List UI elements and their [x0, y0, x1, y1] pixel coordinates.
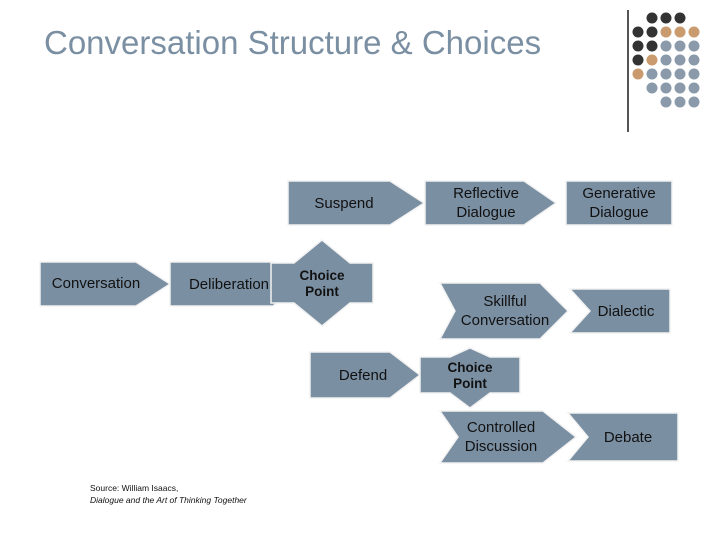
choice-point-2-label: Choice Point: [447, 360, 493, 391]
defend-shape: [309, 351, 422, 399]
conversation-shape: [39, 261, 172, 307]
defend-label: Defend: [338, 366, 388, 384]
dialectic-label: Dialectic: [597, 302, 655, 320]
decorative-dot: [688, 96, 700, 108]
generative-dialogue-shape: [565, 180, 673, 226]
decorative-dot: [646, 26, 658, 38]
skillful-conversation-label: Skillful Conversation: [460, 293, 550, 329]
debate-shape: [566, 412, 679, 462]
decorative-dot: [646, 68, 658, 80]
decorative-dot: [674, 26, 686, 38]
decorative-dot: [632, 54, 644, 66]
divider-line: [627, 10, 629, 132]
controlled-discussion-label: Controlled Discussion: [464, 419, 538, 455]
decorative-dot-grid: [632, 12, 700, 108]
decorative-dot: [632, 26, 644, 38]
decorative-dot: [646, 54, 658, 66]
suspend-shape: [287, 180, 426, 226]
decorative-dot: [688, 68, 700, 80]
decorative-dot: [674, 68, 686, 80]
choice-point-1-label: Choice Point: [299, 268, 345, 299]
decorative-dot: [660, 96, 672, 108]
conversation-label: Conversation: [51, 274, 141, 292]
decorative-dot: [660, 12, 672, 24]
slide-title: Conversation Structure & Choices: [44, 24, 542, 61]
choice-point-1-shape: [270, 239, 374, 327]
reflective-dialogue-shape: [424, 180, 558, 226]
decorative-dot: [688, 40, 700, 52]
decorative-dot: [688, 26, 700, 38]
skillful-conversation-shape: [438, 282, 570, 340]
decorative-dot: [660, 54, 672, 66]
generative-dialogue-label: Generative Dialogue: [582, 185, 656, 221]
debate-label: Debate: [603, 428, 653, 446]
reflective-dialogue-label: Reflective Dialogue: [453, 185, 519, 221]
decorative-dot: [632, 68, 644, 80]
decorative-dot: [688, 82, 700, 94]
decorative-dot: [674, 96, 686, 108]
suspend-label: Suspend: [314, 194, 374, 212]
source-book-title: Dialogue and the Art of Thinking Togethe…: [90, 495, 247, 505]
decorative-dot: [646, 82, 658, 94]
decorative-dot: [674, 40, 686, 52]
decorative-dot: [646, 12, 658, 24]
decorative-dot: [660, 26, 672, 38]
source-citation: Source: William Isaacs, Dialogue and the…: [90, 482, 247, 506]
decorative-dot: [632, 40, 644, 52]
decorative-dot: [660, 82, 672, 94]
decorative-dot: [688, 54, 700, 66]
decorative-dot: [646, 40, 658, 52]
source-author: Source: William Isaacs,: [90, 483, 179, 493]
decorative-dot: [660, 40, 672, 52]
controlled-discussion-shape: [438, 410, 578, 464]
decorative-dot: [660, 68, 672, 80]
dialectic-shape: [568, 288, 671, 334]
decorative-dot: [674, 12, 686, 24]
decorative-dot: [674, 82, 686, 94]
choice-point-2-shape: [419, 347, 521, 409]
decorative-dot: [674, 54, 686, 66]
deliberation-label: Deliberation: [188, 275, 270, 293]
